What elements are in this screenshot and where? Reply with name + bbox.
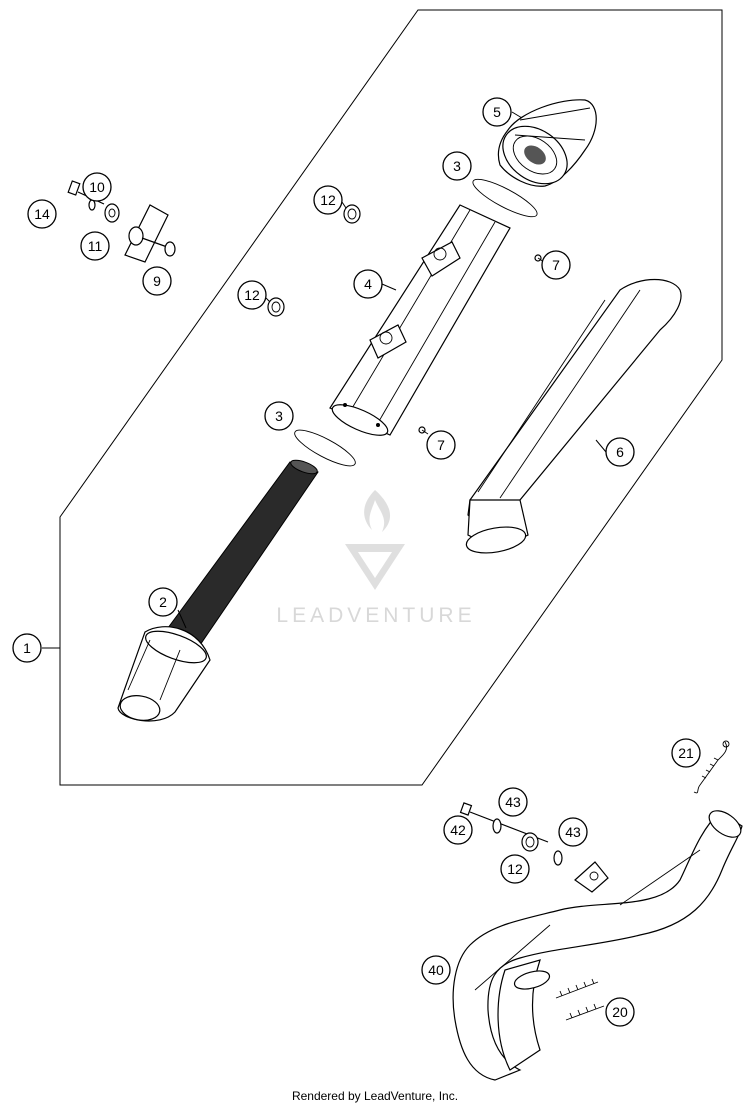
leader-2	[177, 609, 187, 629]
svg-text:14: 14	[34, 206, 50, 222]
part-20-spring-lower	[565, 1003, 605, 1021]
svg-text:40: 40	[428, 962, 444, 978]
svg-text:7: 7	[437, 437, 445, 453]
svg-text:3: 3	[275, 408, 283, 424]
svg-text:12: 12	[244, 287, 260, 303]
callout-12-middle[interactable]: 12	[237, 280, 267, 310]
leader-12b	[265, 297, 271, 303]
callout-43-upper[interactable]: 43	[498, 787, 528, 817]
part-43-washer-right	[553, 850, 563, 866]
leader-12a	[341, 201, 347, 209]
svg-text:42: 42	[450, 822, 466, 838]
svg-text:2: 2	[159, 594, 167, 610]
part-12-grommet-middle	[267, 297, 285, 317]
leader-6	[595, 439, 607, 453]
svg-text:4: 4	[364, 276, 372, 292]
svg-text:11: 11	[88, 238, 103, 254]
svg-text:5: 5	[493, 104, 501, 120]
part-7-screw-lower	[418, 426, 429, 435]
watermark-brand-text: LEADVENTURE	[276, 604, 475, 627]
part-5-end-cap	[497, 99, 597, 187]
callout-3-lower[interactable]: 3	[264, 401, 294, 431]
part-12-grommet-lower	[521, 832, 539, 852]
part-20-spring-upper	[555, 978, 599, 999]
callout-6[interactable]: 6	[605, 437, 635, 467]
part-9-bracket	[124, 204, 176, 263]
callout-7-upper[interactable]: 7	[541, 250, 571, 280]
leadventure-watermark: LEADVENTURE	[276, 490, 475, 627]
watermark-v-icon	[345, 544, 405, 590]
part-4-inner-tube	[329, 204, 511, 436]
callout-20[interactable]: 20	[605, 997, 635, 1027]
svg-text:6: 6	[616, 444, 624, 460]
part-7-screw-upper	[534, 254, 545, 263]
part-10-washer	[88, 199, 96, 211]
callout-12-upper[interactable]: 12	[313, 185, 343, 215]
callout-43-lower[interactable]: 43	[558, 817, 588, 847]
callout-7-lower[interactable]: 7	[426, 430, 456, 460]
callout-21[interactable]: 21	[671, 738, 701, 768]
callout-40[interactable]: 40	[421, 955, 451, 985]
part-3-o-ring-lower	[294, 429, 356, 467]
svg-text:20: 20	[612, 1004, 628, 1020]
leader-5	[511, 111, 523, 119]
part-6-silencer-sleeve	[465, 279, 682, 554]
callout-11[interactable]: 11	[80, 231, 110, 261]
callout-10[interactable]: 10	[82, 172, 112, 202]
svg-text:7: 7	[552, 257, 560, 273]
callout-14[interactable]: 14	[27, 199, 57, 229]
assembly-1-boundary	[59, 9, 723, 786]
callout-1[interactable]: 1	[12, 633, 42, 663]
svg-text:10: 10	[89, 179, 105, 195]
part-2-perforated-core	[117, 459, 319, 722]
svg-text:3: 3	[453, 158, 461, 174]
callout-5[interactable]: 5	[482, 97, 512, 127]
callout-2[interactable]: 2	[148, 587, 178, 617]
svg-text:43: 43	[505, 794, 521, 810]
svg-text:21: 21	[678, 745, 694, 761]
part-3-o-ring-upper	[472, 178, 538, 218]
svg-text:12: 12	[320, 192, 336, 208]
part-43-washer-left	[492, 818, 502, 834]
callout-3-upper[interactable]: 3	[442, 151, 472, 181]
svg-text:43: 43	[565, 824, 581, 840]
part-12-grommet-upper	[343, 204, 361, 224]
watermark-flame-icon	[364, 490, 391, 532]
callout-4[interactable]: 4	[353, 269, 383, 299]
callout-12-lower[interactable]: 12	[500, 854, 530, 884]
part-11-damper	[104, 203, 120, 223]
footer-credit: Rendered by LeadVenture, Inc.	[291, 1089, 459, 1103]
svg-text:9: 9	[153, 273, 161, 289]
callout-42[interactable]: 42	[443, 815, 473, 845]
leader-4	[381, 283, 397, 291]
callout-9[interactable]: 9	[142, 266, 172, 296]
svg-text:1: 1	[23, 640, 31, 656]
part-40-header-pipe	[452, 810, 743, 1081]
svg-text:12: 12	[507, 861, 523, 877]
part-21-spring	[693, 740, 730, 794]
